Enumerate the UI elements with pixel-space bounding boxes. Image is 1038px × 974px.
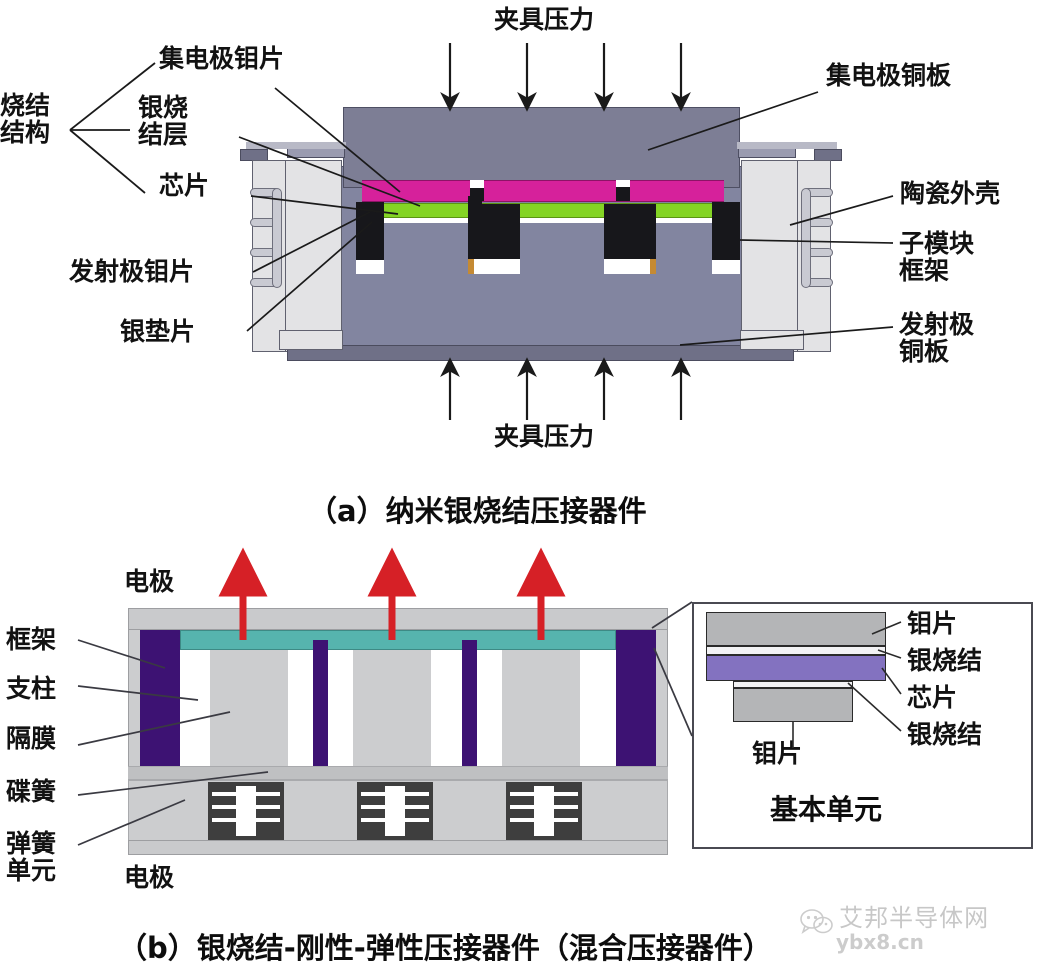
top-electrode-bar [128,608,668,630]
lip-left [246,142,346,149]
label-diaphragm: 隔膜 [6,724,57,753]
inset-moly-bottom [733,688,853,722]
inset-title-basic-unit: 基本单元 [770,793,883,826]
disc-spring [212,792,280,796]
clamp-arrows-bottom [440,357,691,420]
watermark-name: 艾邦半导体网 [839,904,990,932]
gap [288,650,313,766]
collector-moly-layer [362,180,724,202]
emitter-post-base [604,259,656,274]
disc-spring [510,792,578,796]
basic-unit-block [210,650,288,766]
gap [431,650,462,766]
label-collector-copper-plate: 集电极铜板 [826,61,952,90]
emitter-post-tip [470,180,484,188]
support-pillar [462,640,477,766]
label-silver-sinter-layer: 银烧 结层 [138,93,189,149]
label-submodule-frame: 子模块 框架 [899,229,975,285]
label-emitter-copper-plate: 发射极 铜板 [899,310,975,366]
disc-spring-core [534,786,554,836]
gap [328,650,353,766]
clamp-arrows-top [440,43,691,112]
lip-right [737,142,837,149]
label-electrode-bottom: 电极 [124,863,175,892]
leader-lines-right-a [647,91,894,346]
diaphragm-layer [128,766,668,780]
disc-spring [212,818,280,822]
watermark: 艾邦半导体网 ybx8.cn [800,898,989,954]
frame-post-right [616,630,656,766]
gap [477,650,502,766]
disc-spring [361,805,429,809]
disc-spring-core [236,786,256,836]
label-disc-spring: 碟簧 [6,777,57,806]
label-support-pillar: 支柱 [6,674,57,703]
label-chip: 芯片 [159,171,210,200]
emitter-post-shim [468,259,474,274]
emitter-post-tip [616,180,630,188]
basic-unit-block [353,650,431,766]
emitter-post-base [712,260,740,274]
emitter-post-shim [650,259,656,274]
label-silver-shim: 银垫片 [120,317,196,346]
emitter-post-base [468,259,520,274]
inset-label-silver-sinter-top: 银烧结 [907,646,983,675]
disc-spring [510,805,578,809]
inset-label-silver-sinter-bottom: 银烧结 [907,720,983,749]
sintered-assembly-layer [180,630,616,650]
panel-a-press-pack-device: 夹具压力 [0,5,1001,528]
emitter-post-base [356,260,384,274]
label-electrode-top: 电极 [124,567,175,596]
disc-spring [212,805,280,809]
wechat-icon [800,908,833,934]
silver-shim-layer [362,218,724,223]
bottom-electrode-bar [128,840,668,855]
emitter-copper-plate [287,345,794,361]
red-force-arrows [218,547,566,640]
gap [180,650,210,766]
emitter-post-neck2 [468,196,482,204]
inset-label-moly-top: 钼片 [907,609,958,638]
inset-chip [706,655,886,681]
support-pillar [313,640,328,766]
panel-b-hybrid-press-pack-device: 电极 电极 [0,530,1038,974]
disc-spring [361,792,429,796]
terminal-pin-spine [272,188,282,288]
label-emitter-moly: 发射极钼片 [69,257,195,286]
disc-spring-core [385,786,405,836]
label-collector-moly: 集电极钼片 [159,44,285,73]
label-sintered-structure-group: 烧结 结构 [0,91,51,147]
caption-panel-a: （a）纳米银烧结压接器件 [308,494,647,528]
watermark-url: ybx8.cn [836,929,924,954]
leader-lines-left-a [238,87,421,332]
disc-spring [510,818,578,822]
label-ceramic-housing: 陶瓷外壳 [900,179,1001,208]
caption-panel-b: （b）银烧结-刚性-弹性压接器件（混合压接器件） [118,931,772,965]
gap [580,650,616,766]
emitter-post-neck [616,187,630,201]
leader-lines-left-b [77,639,269,846]
sintered-structure-bracket [69,62,156,194]
inset-silver-sinter-top [706,646,886,655]
label-clamp-pressure-bottom: 夹具压力 [494,422,595,451]
label-spring-unit: 弹簧 单元 [6,829,57,885]
inset-label-chip: 芯片 [907,683,958,712]
disc-spring [361,818,429,822]
inset-moly-top [706,612,886,646]
label-frame: 框架 [6,625,57,654]
label-clamp-pressure-top: 夹具压力 [494,5,595,34]
inset-leader-lines [792,621,902,748]
basic-unit-block [502,650,580,766]
terminal-pin-spine [801,188,811,288]
housing-foot-left [279,330,343,350]
frame-post-left [140,630,180,766]
inset-silver-sinter-bottom [733,681,853,688]
inset-connector-lines [651,601,693,737]
ceramic-housing-right [741,160,801,352]
